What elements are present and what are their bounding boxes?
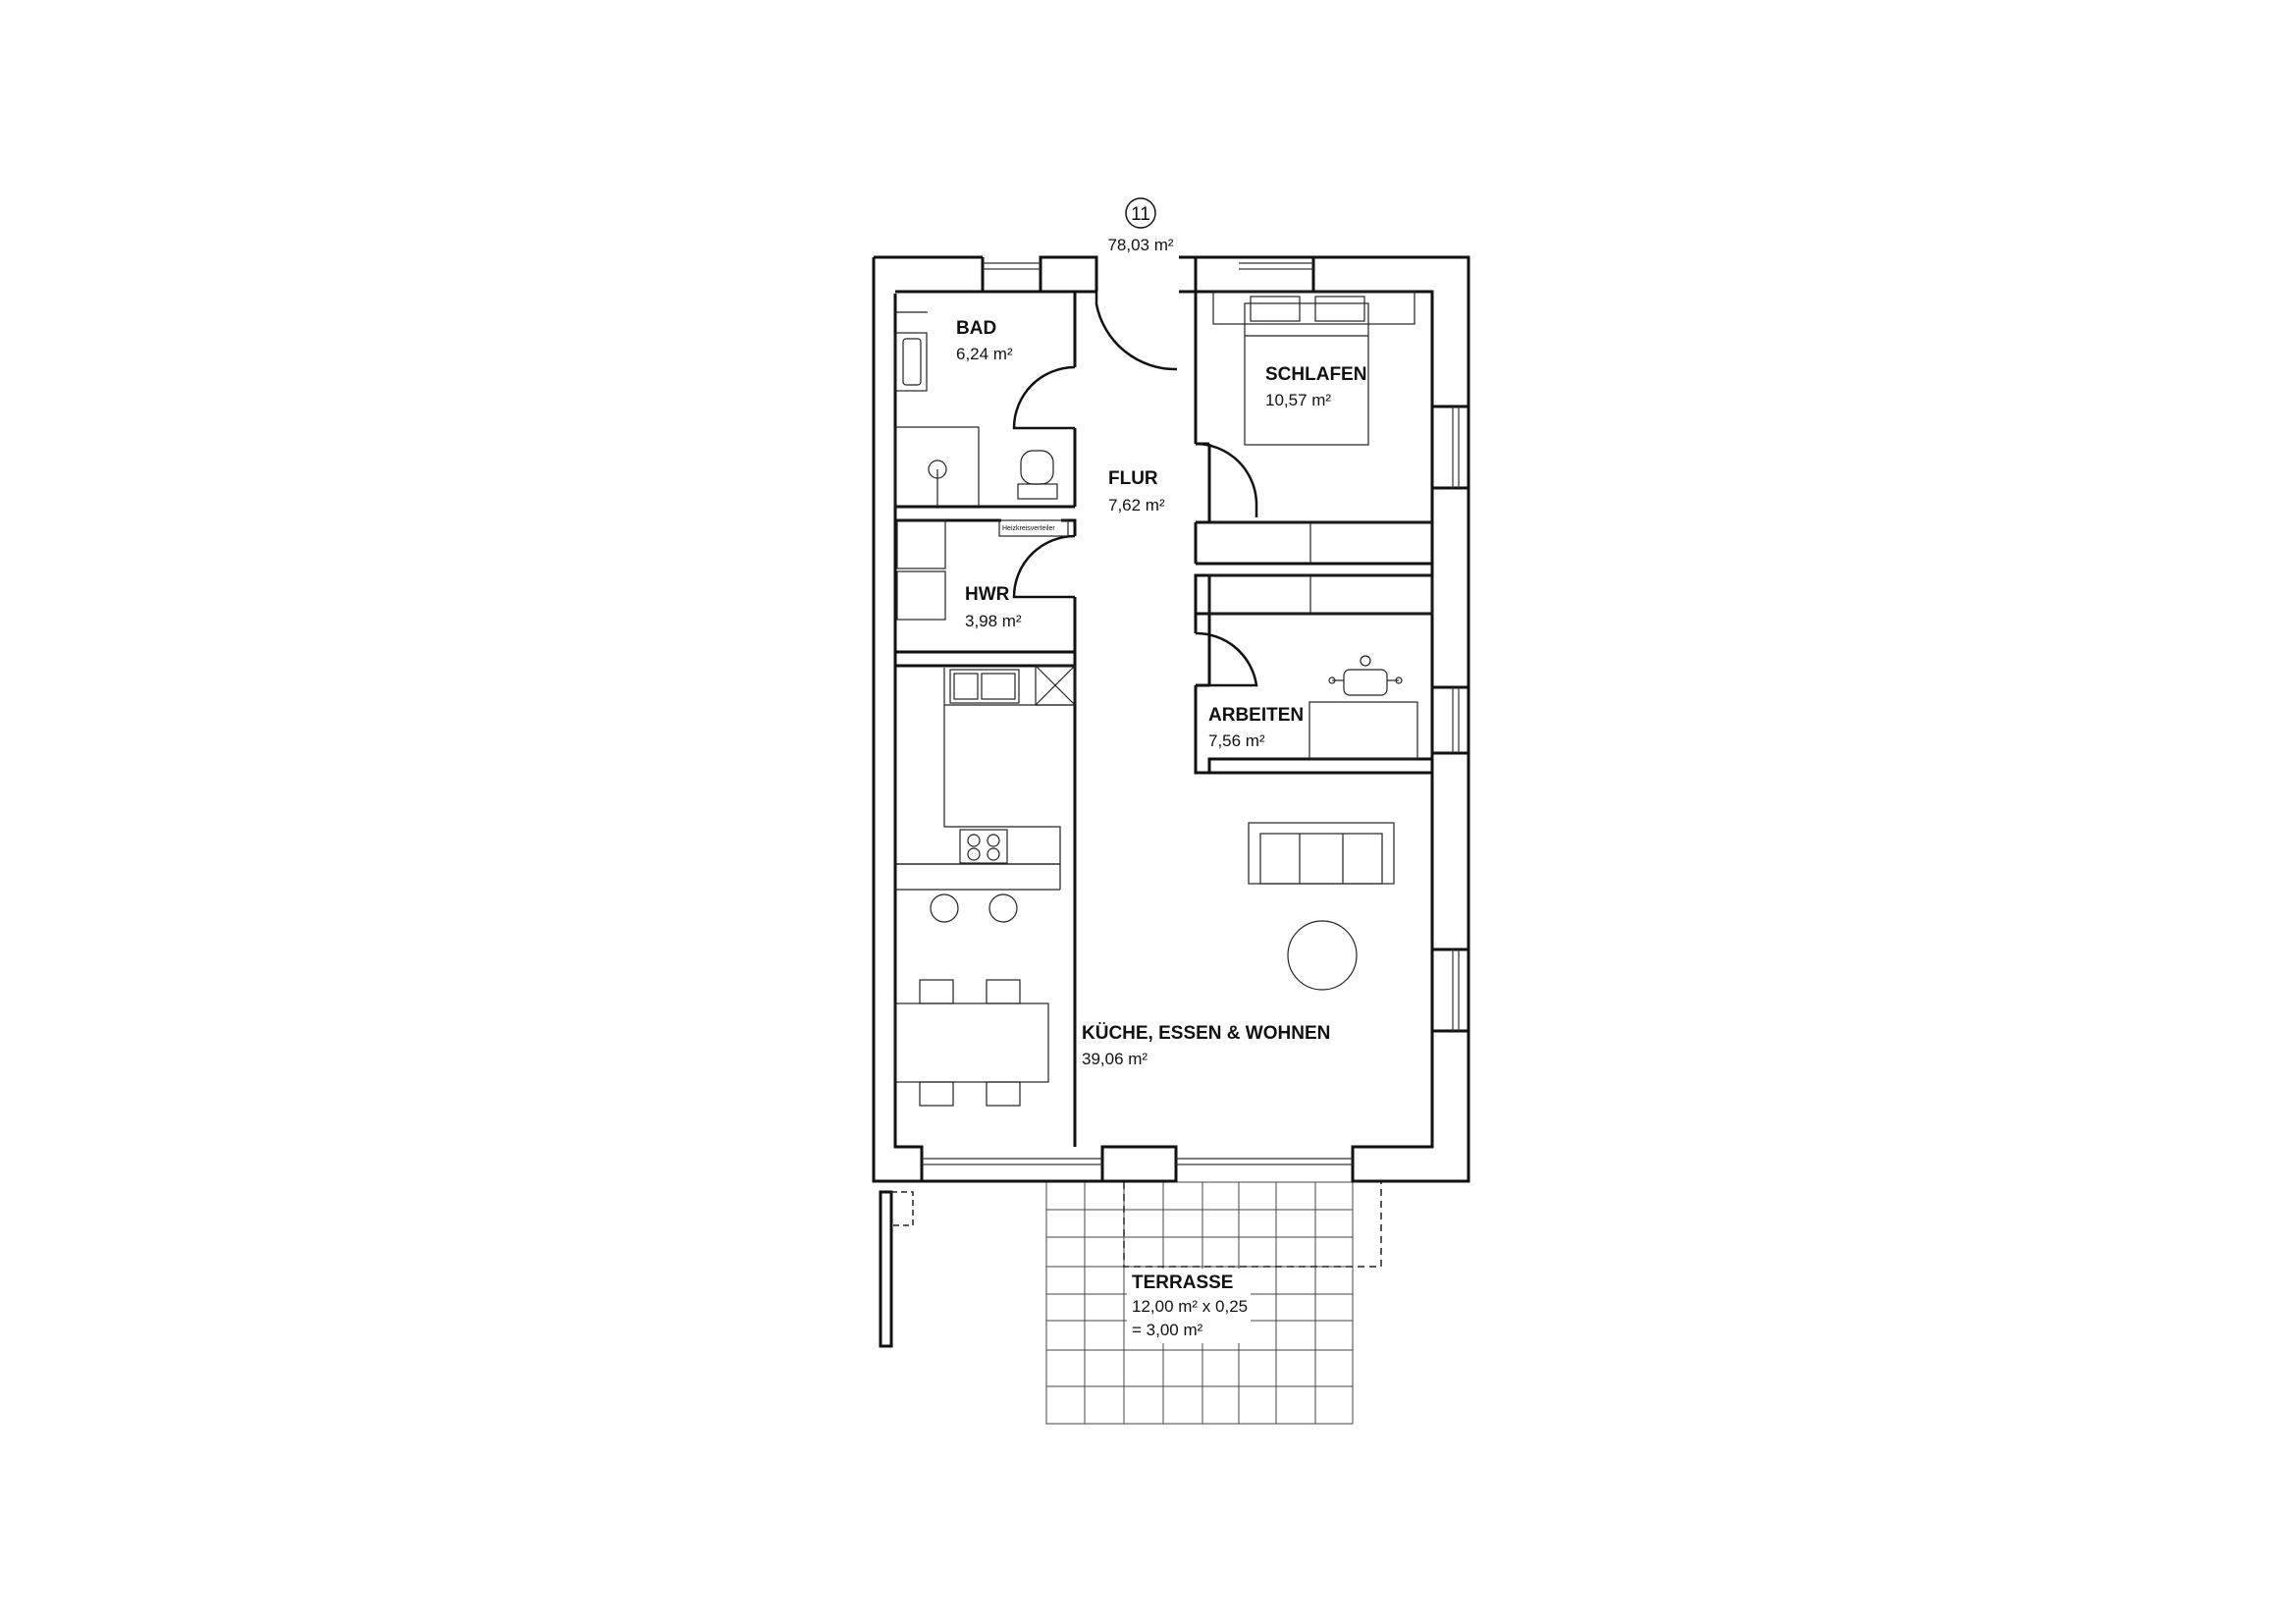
office-chair xyxy=(1343,669,1388,696)
toilet xyxy=(1020,450,1054,485)
fridge xyxy=(1035,665,1076,706)
bath-door xyxy=(1012,365,1076,430)
windows xyxy=(922,262,1460,1165)
doors xyxy=(1012,292,1258,687)
utility-door xyxy=(1012,534,1076,599)
room-area-schlafen: 10,57 m² xyxy=(1265,391,1331,409)
wardrobe xyxy=(1209,521,1432,564)
room-name-schlafen: SCHLAFEN xyxy=(1265,364,1366,385)
room-name-hwr: HWR xyxy=(965,584,1010,605)
heating-distributor-label: Heizkreisverteiler xyxy=(1002,525,1055,532)
unit-number: 11 xyxy=(1131,204,1150,225)
unit-total-area: 78,03 m² xyxy=(1107,236,1173,254)
bar-stool xyxy=(930,893,959,923)
heating-distributor-box xyxy=(998,519,1069,537)
terrace-calc: 12,00 m² x 0,25 xyxy=(1132,1297,1248,1316)
shower-tray xyxy=(894,426,980,509)
room-name-flur: FLUR xyxy=(1108,468,1158,489)
room-name-arbeiten: ARBEITEN xyxy=(1208,705,1304,726)
bedroom-door xyxy=(1195,442,1258,517)
room-name-bad: BAD xyxy=(956,318,996,339)
cooktop xyxy=(959,829,1008,864)
dining-chair xyxy=(986,979,1021,1004)
room-name-wohnen: KÜCHE, ESSEN & WOHNEN xyxy=(1082,1023,1330,1044)
desk xyxy=(1308,701,1418,760)
dining-chair xyxy=(986,1081,1021,1107)
bar-stool xyxy=(988,893,1018,923)
living-furniture xyxy=(1248,822,1395,991)
unit-number-circle xyxy=(1125,197,1156,229)
dining-chair xyxy=(919,1081,954,1107)
washing-machine xyxy=(896,519,946,569)
kitchen-sink xyxy=(949,669,1020,704)
dryer xyxy=(896,570,946,621)
entrance-door xyxy=(1095,292,1178,371)
terrace-label-mask xyxy=(1127,1269,1251,1343)
coffee-table xyxy=(1287,920,1358,991)
room-area-arbeiten: 7,56 m² xyxy=(1208,731,1265,750)
utility-appliances xyxy=(896,519,946,621)
room-area-wohnen: 39,06 m² xyxy=(1082,1050,1148,1068)
dining-set xyxy=(894,979,1049,1107)
kitchen-counter xyxy=(895,665,1076,923)
shelf xyxy=(1208,574,1433,615)
terrace-result: = 3,00 m² xyxy=(1132,1321,1203,1339)
dining-chair xyxy=(919,979,954,1004)
study-furniture xyxy=(1208,574,1433,760)
bath-fixtures xyxy=(894,311,1069,537)
terrace-canopy-outline xyxy=(1123,1182,1382,1268)
room-area-hwr: 3,98 m² xyxy=(965,612,1022,630)
room-area-bad: 6,24 m² xyxy=(956,345,1013,363)
sink-cabinet xyxy=(894,332,928,392)
sofa xyxy=(1248,822,1395,885)
study-door xyxy=(1195,631,1258,687)
terrace-name: TERRASSE xyxy=(1132,1272,1233,1293)
room-area-flur: 7,62 m² xyxy=(1108,496,1165,514)
bed xyxy=(1212,291,1415,446)
garden-fence xyxy=(879,1190,914,1348)
dining-table xyxy=(894,1002,1049,1083)
